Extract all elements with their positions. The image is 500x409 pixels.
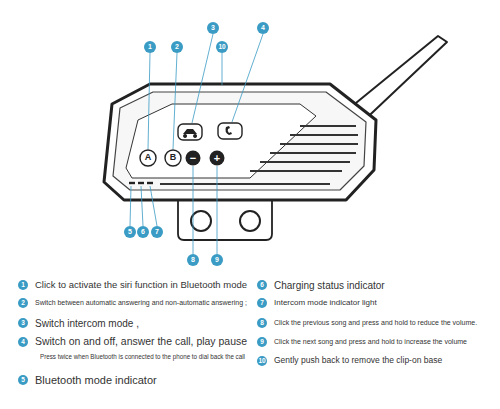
legend-text: Click the previous song and press and ho… — [274, 319, 477, 327]
minus-button — [186, 151, 201, 166]
callout-number: 9 — [215, 256, 219, 264]
callout-number: 8 — [191, 256, 195, 264]
button-symbol: + — [214, 152, 220, 164]
leader-lines — [130, 34, 263, 254]
legend-text: Click the next song and press and hold t… — [274, 338, 467, 346]
legend-number: 7 — [260, 299, 264, 306]
a-button — [140, 150, 156, 166]
legend-number: 9 — [260, 338, 264, 345]
callout-number: 1 — [148, 43, 152, 51]
legend-number: 6 — [260, 281, 264, 288]
legend-text: Intercom mode indicator light — [274, 299, 377, 308]
button-letter: A — [145, 153, 152, 163]
clip-base — [178, 198, 272, 240]
callout-number: 10 — [218, 43, 225, 50]
legend-number: 2 — [21, 299, 25, 306]
legend-number: 5 — [21, 376, 25, 383]
legend-text: Switch intercom mode , — [35, 318, 139, 329]
callout-number: 7 — [155, 228, 159, 236]
intercom-button — [178, 124, 202, 140]
legend-text: Bluetooth mode indicator — [35, 374, 157, 386]
b-button — [165, 150, 181, 166]
button-letter: B — [170, 153, 177, 163]
phone-icon — [225, 126, 232, 135]
base-hole — [240, 211, 260, 231]
legend-number: 3 — [21, 319, 25, 326]
callout-number: 2 — [175, 43, 179, 51]
callout-number: 5 — [128, 228, 132, 236]
callout-number: 3 — [211, 24, 215, 32]
legend-text: Gently push back to remove the clip-on b… — [274, 356, 442, 365]
callout-circles — [18, 22, 269, 385]
legend-number: 1 — [21, 281, 25, 288]
legend-number: 10 — [258, 357, 265, 364]
legend-note: Press twice when Bluetooth is connected … — [40, 353, 245, 360]
device-panel — [113, 92, 366, 190]
device-body — [104, 84, 376, 200]
button-symbol: − — [190, 152, 196, 164]
legend-text: Charging status indicator — [274, 280, 385, 291]
legend-text: Switch on and off, answer the call, play… — [35, 336, 247, 348]
legend-number: 4 — [21, 338, 25, 345]
callout-number: 6 — [141, 228, 145, 236]
power-button — [218, 123, 242, 139]
plus-button — [210, 151, 225, 166]
legend-number: 8 — [260, 319, 264, 326]
button-panel — [126, 104, 316, 178]
legend-text: Switch between automatic answering and n… — [35, 299, 247, 307]
legend-text: Click to activate the siri function in B… — [35, 280, 247, 290]
base-hole — [191, 211, 211, 231]
callout-number: 4 — [261, 24, 265, 32]
indicator-leds — [129, 182, 153, 184]
bike-icon — [183, 129, 197, 138]
